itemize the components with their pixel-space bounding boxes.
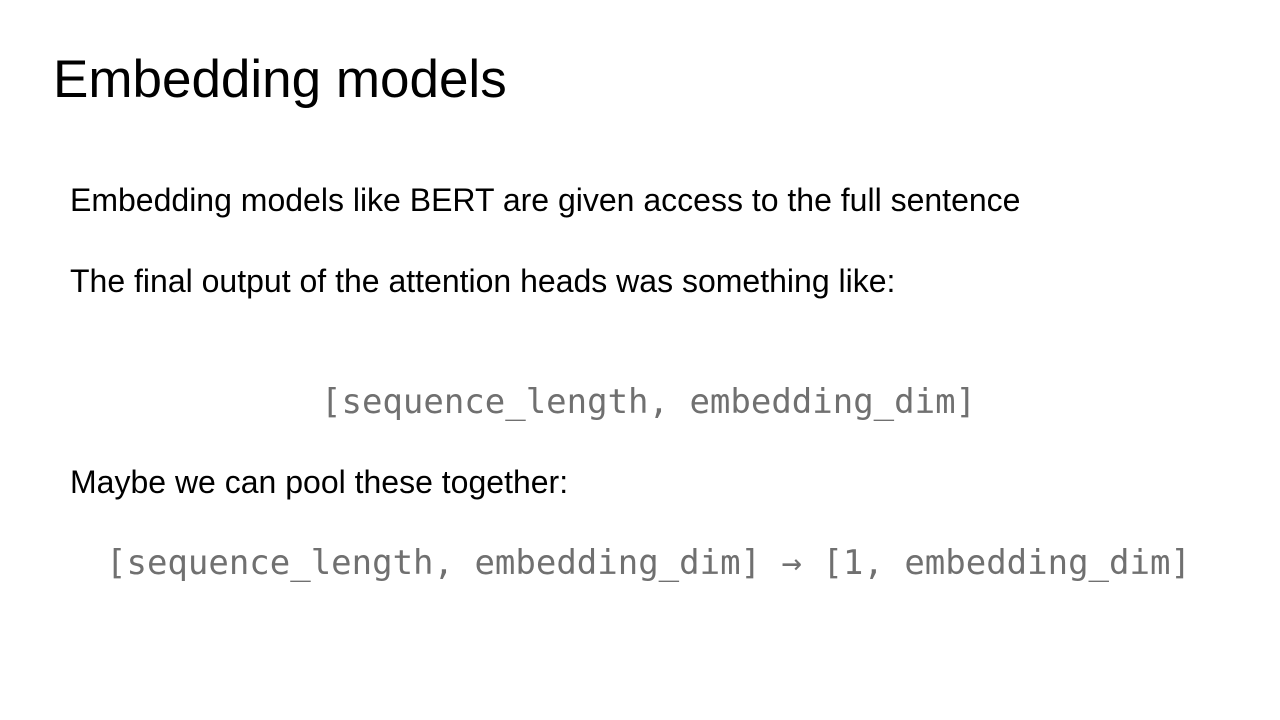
code-shape-sequence-embedding: [sequence_length, embedding_dim] <box>321 382 977 422</box>
bullet-pool-together: Maybe we can pool these together: <box>70 464 569 500</box>
code-pooling-transform: [sequence_length, embedding_dim] → [1, e… <box>106 543 1191 583</box>
bullet-bert-full-sentence: Embedding models like BERT are given acc… <box>70 182 1021 218</box>
slide-title: Embedding models <box>53 50 507 109</box>
bullet-attention-output: The final output of the attention heads … <box>70 263 896 299</box>
